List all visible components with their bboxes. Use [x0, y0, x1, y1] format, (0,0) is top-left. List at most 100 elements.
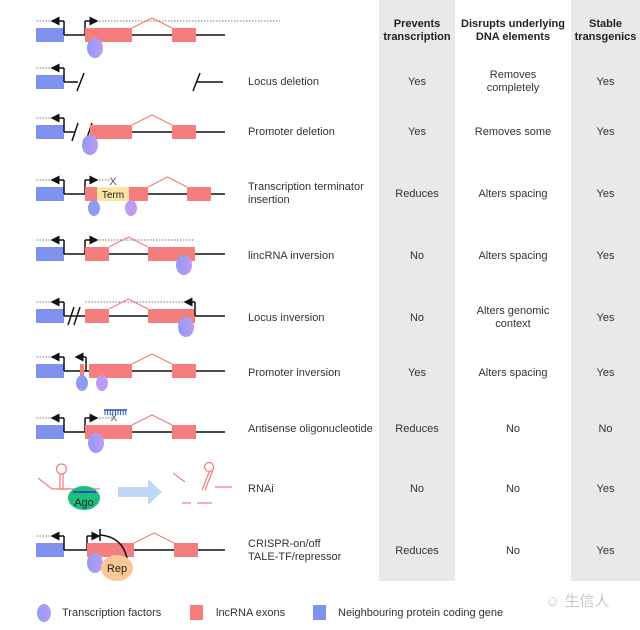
- hairpin-loop: [203, 461, 215, 473]
- disrupts-cell: Alters spacing: [456, 188, 570, 201]
- splice-junction: [131, 114, 173, 126]
- prevents-cell: Reduces: [379, 545, 455, 558]
- disrupts-cell-line: No: [505, 482, 521, 495]
- lncrna-exon: [172, 28, 196, 42]
- transcription-factor: [96, 375, 108, 391]
- neighbour-gene: [36, 425, 64, 439]
- transcription-factor: [82, 135, 98, 155]
- prevents-cell: No: [379, 312, 455, 325]
- terminated-mark: X: [111, 413, 118, 424]
- neighbour-gene: [36, 543, 64, 557]
- stable-cell: Yes: [571, 367, 640, 380]
- transcription-factor: [176, 255, 192, 275]
- prevents-cell: Reduces: [379, 188, 455, 201]
- neighbour-gene: [36, 364, 64, 378]
- stable-cell: Yes: [571, 545, 640, 558]
- method-label-line: Transcription terminator: [248, 181, 364, 193]
- stable-cell: Yes: [571, 188, 640, 201]
- lncrna-exon: [89, 364, 132, 378]
- prevents-cell: Reduces: [379, 423, 455, 436]
- prevents-cell-line: No: [409, 311, 425, 324]
- splice-junction: [131, 17, 173, 29]
- disrupts-cell-line: Alters spacing: [478, 187, 548, 200]
- legend-tf-icon: [36, 603, 52, 626]
- method-label-line: Antisense oligonucleotide: [248, 422, 373, 435]
- break-mark: [76, 72, 85, 92]
- disrupts-cell-line: Alters spacing: [478, 366, 548, 379]
- method-label: RNAi: [248, 483, 378, 496]
- terminator: [97, 187, 129, 201]
- stable-cell-line: Yes: [596, 366, 615, 379]
- lncrna-exon-fragment: [80, 364, 84, 378]
- prevents-cell: Yes: [379, 76, 455, 89]
- lncrna-exon: [172, 364, 196, 378]
- neighbour-gene: [36, 125, 64, 139]
- splice-junction: [131, 414, 173, 426]
- stable-cell-line: Yes: [596, 482, 615, 495]
- disrupts-cell-line: Alters spacing: [478, 249, 548, 262]
- legend-gene-swatch: [313, 605, 326, 620]
- stable-column-background: [571, 0, 640, 581]
- terminator-label: Term: [102, 190, 124, 201]
- watermark: ☺ 生信人: [545, 590, 610, 611]
- method-label-line: Locus inversion: [248, 311, 325, 324]
- terminated-mark: X: [109, 176, 117, 188]
- lncrna-exon: [174, 543, 198, 557]
- header-line: Stable: [588, 18, 622, 30]
- stable-cell: Yes: [571, 312, 640, 325]
- lncrna-exon: [187, 187, 211, 201]
- method-label-line: insertion: [248, 194, 290, 206]
- legend-exon-swatch: [190, 605, 203, 620]
- stable-cell-line: No: [598, 422, 613, 435]
- prevents-cell: Yes: [379, 367, 455, 380]
- header-stable-transgenics: Stable transgenics: [571, 18, 640, 44]
- rna-strand: [37, 477, 70, 490]
- prevents-cell-line: Reduces: [395, 544, 439, 557]
- header-prevents-transcription: Prevents transcription: [379, 18, 455, 44]
- disrupts-cell-line: Alters genomic: [476, 305, 550, 317]
- method-label: Locus deletion: [248, 76, 378, 89]
- prevents-cell: No: [379, 250, 455, 263]
- disrupts-cell-line: Removes some: [474, 125, 552, 138]
- method-label: lincRNA inversion: [248, 250, 378, 263]
- method-label-line: CRISPR-on/off: [248, 538, 321, 550]
- prevents-cell-line: Yes: [408, 125, 426, 138]
- disrupts-cell-line: No: [505, 544, 521, 557]
- method-label: Promoter deletion: [248, 126, 378, 139]
- disrupts-cell: Removes some: [456, 126, 570, 139]
- disrupts-cell: Alters spacing: [456, 250, 570, 263]
- stable-cell: No: [571, 423, 640, 436]
- neighbour-gene: [36, 28, 64, 42]
- method-label-line: TALE-TF/repressor: [248, 551, 342, 563]
- transcription-factor: [88, 200, 100, 216]
- prevents-cell-line: Reduces: [395, 422, 439, 435]
- method-label-line: Locus deletion: [248, 75, 319, 88]
- break-mark: [71, 122, 79, 142]
- disrupts-cell: No: [456, 423, 570, 436]
- method-label-line: Promoter inversion: [248, 366, 341, 379]
- header-line: transcription: [383, 31, 451, 43]
- method-label-line: RNAi: [248, 482, 274, 495]
- ago-label: Ago: [74, 497, 94, 509]
- legend-tf-label: Transcription factors: [62, 607, 162, 619]
- stable-cell-line: Yes: [596, 249, 615, 262]
- method-label: Promoter inversion: [248, 367, 378, 380]
- splice-junction: [147, 176, 188, 188]
- transcription-factor: [178, 317, 194, 337]
- stable-cell: Yes: [571, 250, 640, 263]
- method-label: Antisense oligonucleotide: [248, 423, 378, 436]
- stable-cell: Yes: [571, 76, 640, 89]
- splice-junction: [133, 532, 175, 544]
- header-line: transgenics: [574, 31, 637, 43]
- prevents-cell-line: No: [409, 482, 425, 495]
- legend-gene-label: Neighbouring protein coding gene: [338, 607, 504, 619]
- lncrna-exon: [90, 125, 132, 139]
- neighbour-gene: [36, 75, 64, 89]
- neighbour-gene: [36, 187, 64, 201]
- disrupts-cell: No: [456, 483, 570, 496]
- prevents-cell-line: Yes: [408, 75, 426, 88]
- rna-fragment: [201, 469, 211, 491]
